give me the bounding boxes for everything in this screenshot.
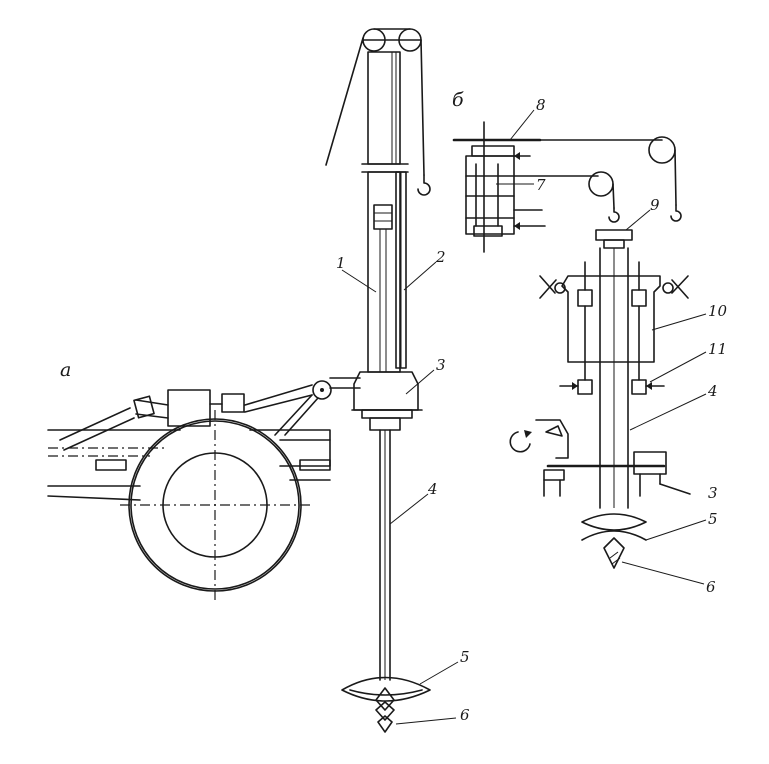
callout-2: 2 [435, 248, 446, 266]
callout-b3: 3 [708, 484, 718, 502]
tractor-wheel [120, 410, 310, 600]
callouts-view-b: 7 8 9 10 11 4 3 5 6 [536, 96, 728, 596]
callout-4: 4 [427, 480, 438, 498]
view-a [47, 28, 459, 733]
view-b-leaders [496, 109, 707, 585]
auger-and-bit [341, 676, 431, 733]
view-b [452, 109, 707, 585]
callout-b4: 4 [707, 382, 718, 400]
callout-b6: 6 [706, 578, 716, 596]
callout-5: 5 [460, 648, 470, 666]
hydraulic-cylinders [539, 261, 689, 395]
callouts-view-a: 1 2 3 4 5 6 [336, 248, 470, 724]
mast-top-pulleys [325, 28, 431, 196]
callout-10: 10 [708, 302, 728, 320]
gearbox [312, 371, 423, 431]
callout-6: 6 [460, 706, 470, 724]
tractor-frame [47, 429, 331, 501]
view-a-leaders [341, 261, 459, 725]
mast-upper [361, 51, 409, 165]
callout-1: 1 [336, 254, 346, 272]
mast-lower [361, 171, 409, 373]
tractor-linkage [59, 384, 319, 451]
callout-3: 3 [436, 356, 446, 374]
callout-8: 8 [536, 96, 546, 114]
callout-9: 9 [650, 196, 660, 214]
view-b-auger [581, 513, 647, 569]
callout-7: 7 [536, 176, 546, 194]
drill-shaft [379, 429, 391, 681]
view-labels: а б [60, 89, 464, 381]
rotary-drive [509, 419, 691, 497]
callout-b5: 5 [708, 510, 718, 528]
view-b-label: б [452, 89, 464, 111]
callout-11: 11 [708, 340, 727, 358]
view-b-pulleys [588, 136, 682, 223]
view-a-label: а [60, 359, 71, 381]
winch-gearbox [452, 121, 663, 253]
swivel-and-mast [595, 229, 633, 509]
